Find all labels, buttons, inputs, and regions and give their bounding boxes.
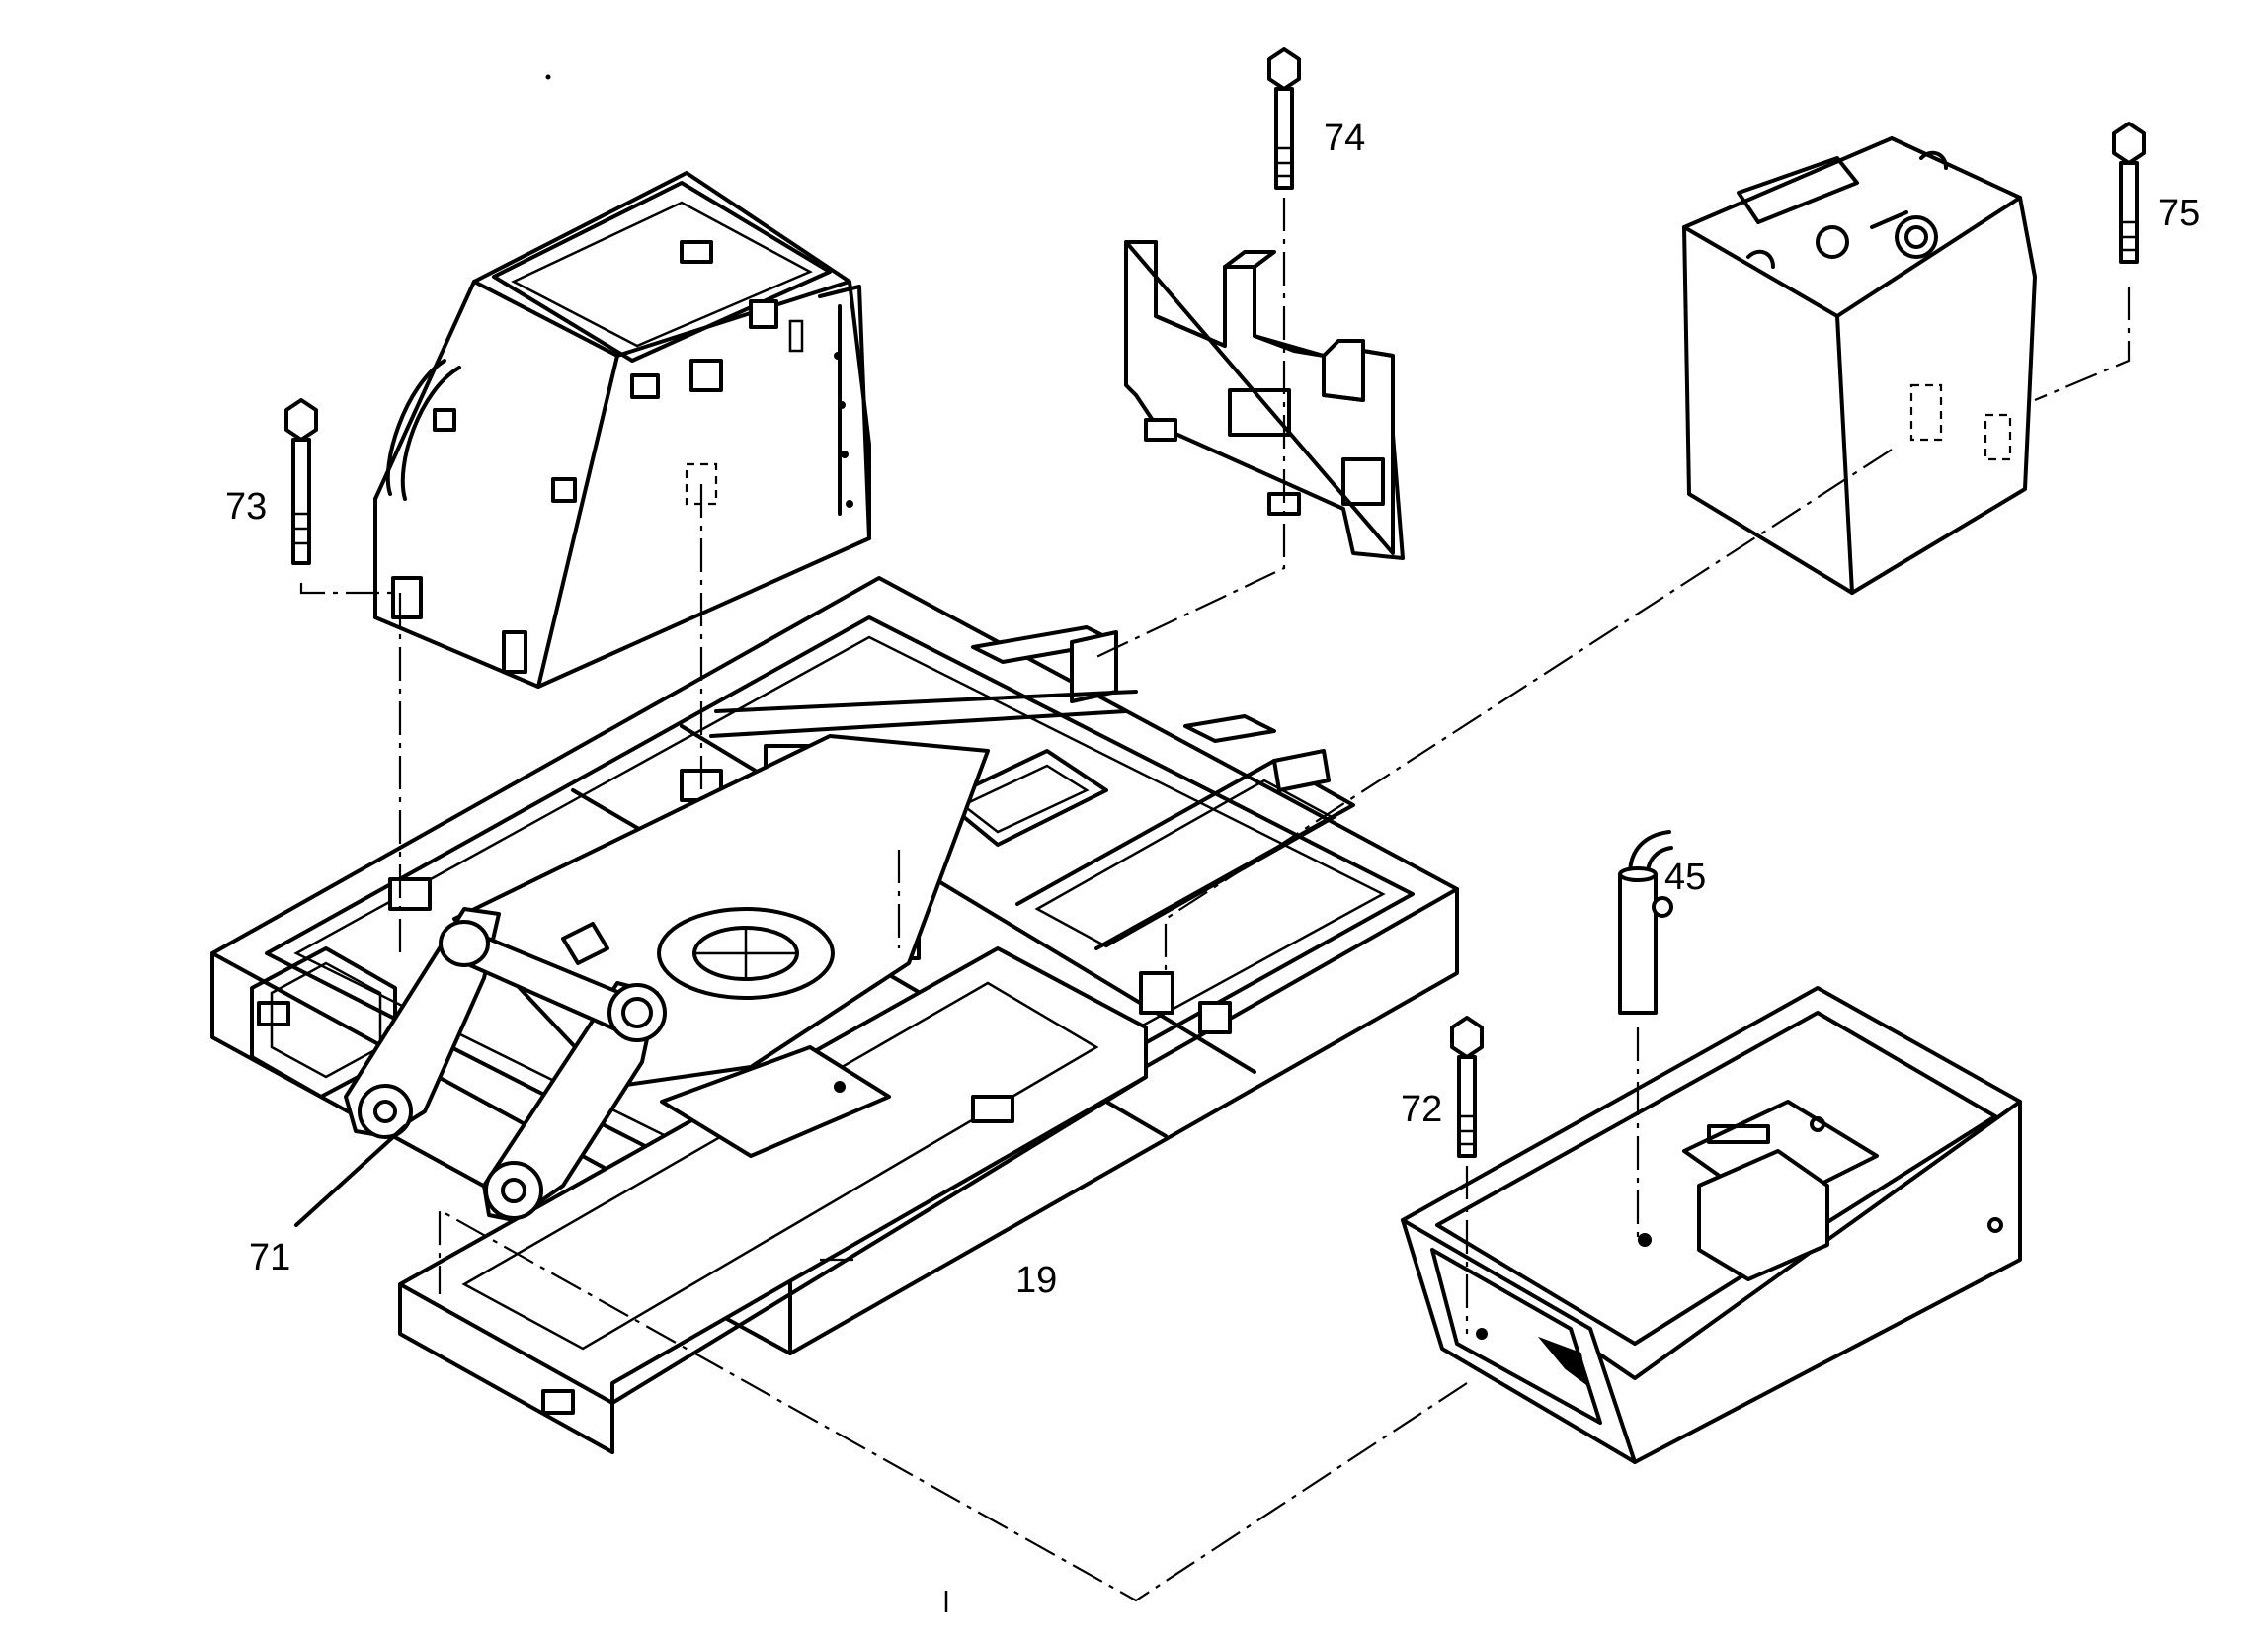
bolt-72 (1450, 1016, 1484, 1158)
bolt-73 (284, 398, 318, 565)
battery (1682, 136, 2037, 595)
swing-bracket (344, 734, 990, 1222)
bolt-75 (2112, 122, 2146, 264)
assembly-center-lines (299, 198, 2131, 1602)
callout-72: 72 (1401, 1089, 1442, 1130)
callout-73: 73 (225, 486, 267, 528)
mounting-bracket-plate (1124, 240, 1405, 560)
callout-75: 75 (2158, 193, 2200, 234)
pipe-45 (1618, 830, 1673, 1015)
tool-box (1401, 986, 2022, 1464)
bolt-74 (1267, 47, 1301, 190)
leader-71 (294, 1124, 407, 1227)
hydraulic-tank (373, 171, 871, 689)
callout-45: 45 (1664, 857, 1706, 898)
callout-19: 19 (1015, 1260, 1057, 1301)
callout-71: 71 (249, 1237, 290, 1278)
callout-74: 74 (1324, 118, 1365, 159)
